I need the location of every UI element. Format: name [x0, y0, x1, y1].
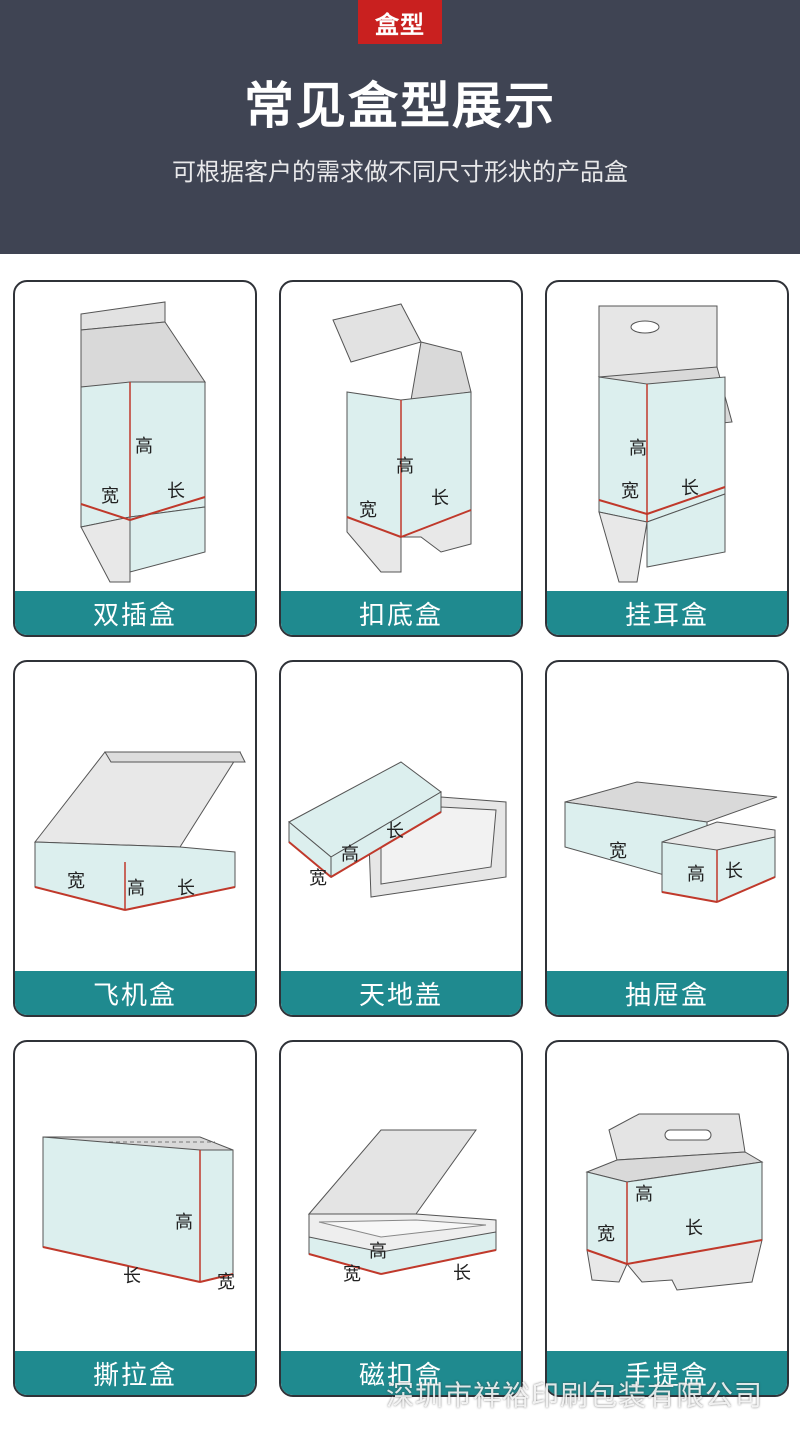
box-label: 撕拉盒: [15, 1351, 255, 1395]
dim-length: 长: [725, 861, 743, 882]
box-card-drawer[interactable]: 宽 高 长 抽屉盒: [545, 660, 789, 1017]
company-watermark: 深圳市祥裕印刷包装有限公司: [386, 1379, 764, 1412]
magnetic-box-illustration: 高 宽 长: [307, 1129, 497, 1285]
box-card-double-tuck[interactable]: 高 宽 长 双插盒: [13, 280, 257, 637]
dim-height: 高: [341, 844, 359, 865]
box-label: 抽屉盒: [547, 971, 787, 1015]
dim-length: 长: [123, 1266, 141, 1287]
dim-height: 高: [127, 878, 145, 899]
dim-length: 长: [453, 1263, 471, 1284]
box-label: 天地盖: [281, 971, 521, 1015]
category-tag: 盒型: [358, 0, 442, 44]
box-card-handle[interactable]: 高 宽 长 手提盒: [545, 1040, 789, 1397]
dim-height: 高: [175, 1212, 193, 1233]
dim-length: 长: [167, 481, 185, 502]
box-card-mailer[interactable]: 宽 高 长 飞机盒: [13, 660, 257, 1017]
dim-length: 长: [177, 878, 195, 899]
dim-width: 宽: [343, 1264, 361, 1285]
dim-height: 高: [629, 438, 647, 459]
dim-width: 宽: [359, 500, 377, 521]
mailer-box-illustration: 宽 高 长: [34, 751, 246, 911]
dim-height: 高: [635, 1184, 653, 1205]
page-title: 常见盒型展示: [244, 77, 556, 135]
box-label: 手提盒: [547, 1351, 787, 1395]
box-card-hang-tab[interactable]: 高 宽 长 挂耳盒: [545, 280, 789, 637]
dim-height: 高: [135, 436, 153, 457]
dim-width: 宽: [609, 841, 627, 862]
hang-tab-box-illustration: 高 宽 长: [597, 305, 733, 583]
dim-width: 宽: [67, 871, 85, 892]
box-label: 扣底盒: [281, 591, 521, 635]
box-label: 双插盒: [15, 591, 255, 635]
lid-and-base-box-illustration: 高 长 宽: [288, 761, 507, 898]
dim-length: 长: [685, 1218, 703, 1239]
dim-height: 高: [396, 456, 414, 477]
box-card-lock-bottom[interactable]: 高 宽 长 扣底盒: [279, 280, 523, 637]
dim-height: 高: [687, 864, 705, 885]
dim-length: 长: [681, 478, 699, 499]
tear-strip-box-illustration: 高 长 宽: [42, 1136, 235, 1293]
box-card-lid-base[interactable]: 高 长 宽 天地盖: [279, 660, 523, 1017]
lock-bottom-box-illustration: 高 宽 长: [332, 303, 472, 573]
drawer-box-illustration: 宽 高 长: [564, 781, 778, 903]
dim-height: 高: [369, 1241, 387, 1262]
dim-width: 宽: [101, 486, 119, 507]
dim-length: 长: [386, 821, 404, 842]
dim-width: 宽: [309, 868, 327, 889]
box-card-magnetic[interactable]: 高 宽 长 磁扣盒: [279, 1040, 523, 1397]
dim-width: 宽: [597, 1224, 615, 1245]
dim-width: 宽: [217, 1272, 235, 1293]
box-card-tear-strip[interactable]: 高 长 宽 撕拉盒: [13, 1040, 257, 1397]
page-subtitle: 可根据客户的需求做不同尺寸形状的产品盒: [172, 158, 628, 186]
page-header: 盒型 常见盒型展示 可根据客户的需求做不同尺寸形状的产品盒: [0, 0, 800, 254]
box-label: 磁扣盒: [281, 1351, 521, 1395]
handle-box-illustration: 高 宽 长: [585, 1113, 764, 1291]
box-label: 挂耳盒: [547, 591, 787, 635]
dim-width: 宽: [621, 481, 639, 502]
box-label: 飞机盒: [15, 971, 255, 1015]
double-tuck-box-illustration: 高 宽 长: [80, 301, 206, 583]
dim-length: 长: [431, 488, 449, 509]
